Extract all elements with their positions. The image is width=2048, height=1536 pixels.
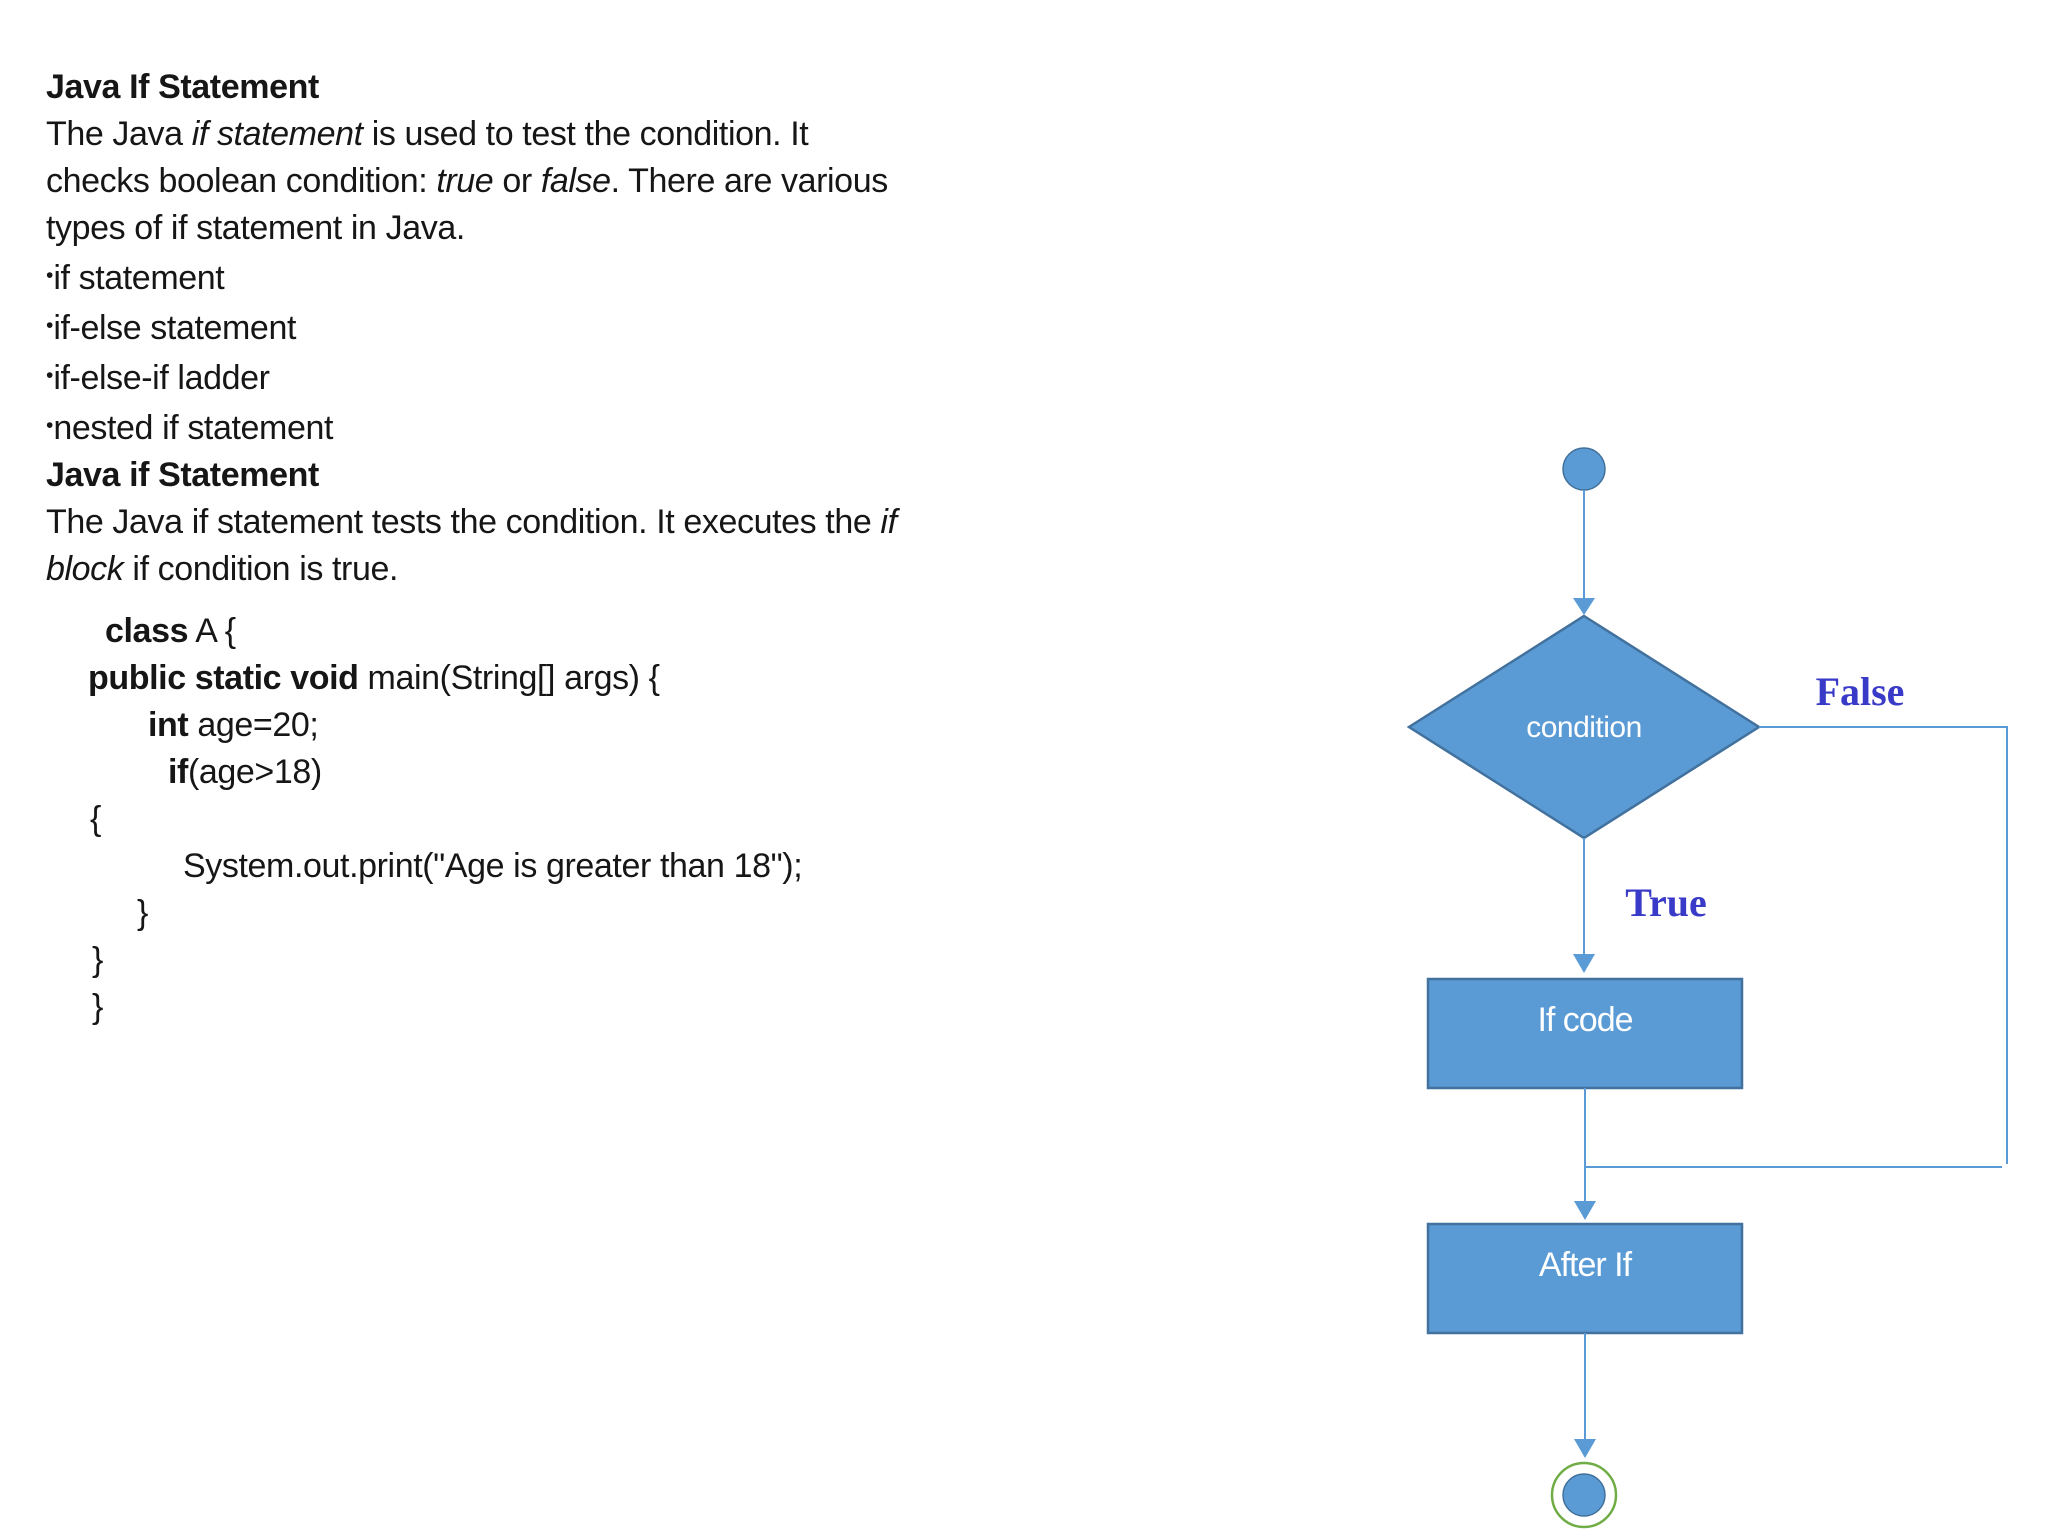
code-text: } bbox=[92, 941, 103, 979]
text-segment: if condition is true. bbox=[123, 550, 399, 588]
bullet-text: if statement bbox=[53, 259, 225, 297]
code-line: } bbox=[46, 890, 1086, 937]
code-text: { bbox=[90, 800, 101, 838]
bullet-marker: • bbox=[46, 264, 54, 287]
text-segment: The Java bbox=[46, 115, 192, 153]
code-line: } bbox=[46, 937, 1086, 984]
text-segment-italic: true bbox=[436, 162, 494, 200]
arrowhead-into-end bbox=[1574, 1439, 1596, 1458]
false-branch-connector bbox=[1759, 726, 2008, 1164]
code-text: } bbox=[137, 894, 148, 932]
bullet-item: •if-else statement bbox=[46, 302, 1086, 352]
code-text: (age>18) bbox=[187, 753, 322, 791]
bullet-text: if-else statement bbox=[53, 309, 296, 347]
heading-java-if-statement: Java If Statement bbox=[46, 64, 1086, 111]
bullet-marker: • bbox=[46, 364, 54, 387]
arrowhead-into-if-code bbox=[1573, 954, 1595, 973]
text-segment-italic: false bbox=[540, 162, 611, 200]
bullet-text: nested if statement bbox=[53, 409, 334, 447]
code-keyword: class bbox=[105, 612, 189, 650]
text-segment: checks boolean condition: bbox=[46, 162, 437, 200]
paragraph-line: types of if statement in Java. bbox=[46, 205, 1086, 252]
code-line: class A { bbox=[46, 608, 1086, 655]
paragraph-line: checks boolean condition: true or false.… bbox=[46, 158, 1086, 205]
bullet-text: if-else-if ladder bbox=[53, 359, 270, 397]
if-code-label: If code bbox=[1537, 1001, 1632, 1039]
false-label: False bbox=[1816, 669, 1905, 714]
paragraph-line: block if condition is true. bbox=[46, 546, 1086, 593]
bullet-marker: • bbox=[46, 414, 54, 437]
after-if-box bbox=[1426, 1222, 1744, 1335]
code-keyword: public static void bbox=[88, 659, 359, 697]
code-line: { bbox=[46, 796, 1086, 843]
bullet-item: •if statement bbox=[46, 252, 1086, 302]
code-line: public static void main(String[] args) { bbox=[46, 655, 1086, 702]
code-text: } bbox=[92, 988, 103, 1026]
bullet-marker: • bbox=[46, 314, 54, 337]
condition-label: condition bbox=[1526, 711, 1642, 744]
arrowhead-into-decision bbox=[1573, 598, 1595, 615]
text-segment-italic: if bbox=[880, 503, 897, 541]
after-if-label: After If bbox=[1539, 1246, 1633, 1284]
code-keyword: if bbox=[168, 753, 188, 791]
code-keyword: int bbox=[148, 706, 189, 744]
heading-text: Java If Statement bbox=[46, 68, 319, 106]
code-text: A { bbox=[188, 612, 236, 650]
code-line: } bbox=[46, 984, 1086, 1031]
start-node-circle bbox=[1562, 447, 1606, 491]
arrowhead-into-after-if bbox=[1574, 1201, 1596, 1220]
code-line: int age=20; bbox=[46, 702, 1086, 749]
code-text: System.out.print("Age is greater than 18… bbox=[183, 847, 803, 885]
text-segment-italic: if statement bbox=[191, 115, 363, 153]
code-line: System.out.print("Age is greater than 18… bbox=[46, 843, 1086, 890]
article-text: Java If Statement The Java if statement … bbox=[46, 64, 1086, 1031]
heading-java-if-statement-2: Java if Statement bbox=[46, 452, 1086, 499]
text-segment: types of if statement in Java. bbox=[46, 209, 465, 247]
heading-text: Java if Statement bbox=[46, 456, 319, 494]
code-sample: class A { public static void main(String… bbox=[46, 608, 1086, 1031]
text-segment: or bbox=[493, 162, 541, 200]
bullet-item: •nested if statement bbox=[46, 402, 1086, 452]
code-line: if(age>18) bbox=[46, 749, 1086, 796]
end-node-circle bbox=[1562, 1473, 1606, 1517]
paragraph-line: The Java if statement is used to test th… bbox=[46, 111, 1086, 158]
text-segment: . There are various bbox=[610, 162, 889, 200]
paragraph-line: The Java if statement tests the conditio… bbox=[46, 499, 1086, 546]
text-segment-italic: block bbox=[46, 550, 124, 588]
flowchart: condition False True If code After If bbox=[1406, 447, 2008, 1529]
code-text: main(String[] args) { bbox=[358, 659, 660, 697]
code-text: age=20; bbox=[188, 706, 319, 744]
bullet-item: •if-else-if ladder bbox=[46, 352, 1086, 402]
text-segment: The Java if statement tests the conditio… bbox=[46, 503, 881, 541]
true-label: True bbox=[1625, 880, 1706, 925]
text-segment: is used to test the condition. It bbox=[362, 115, 809, 153]
